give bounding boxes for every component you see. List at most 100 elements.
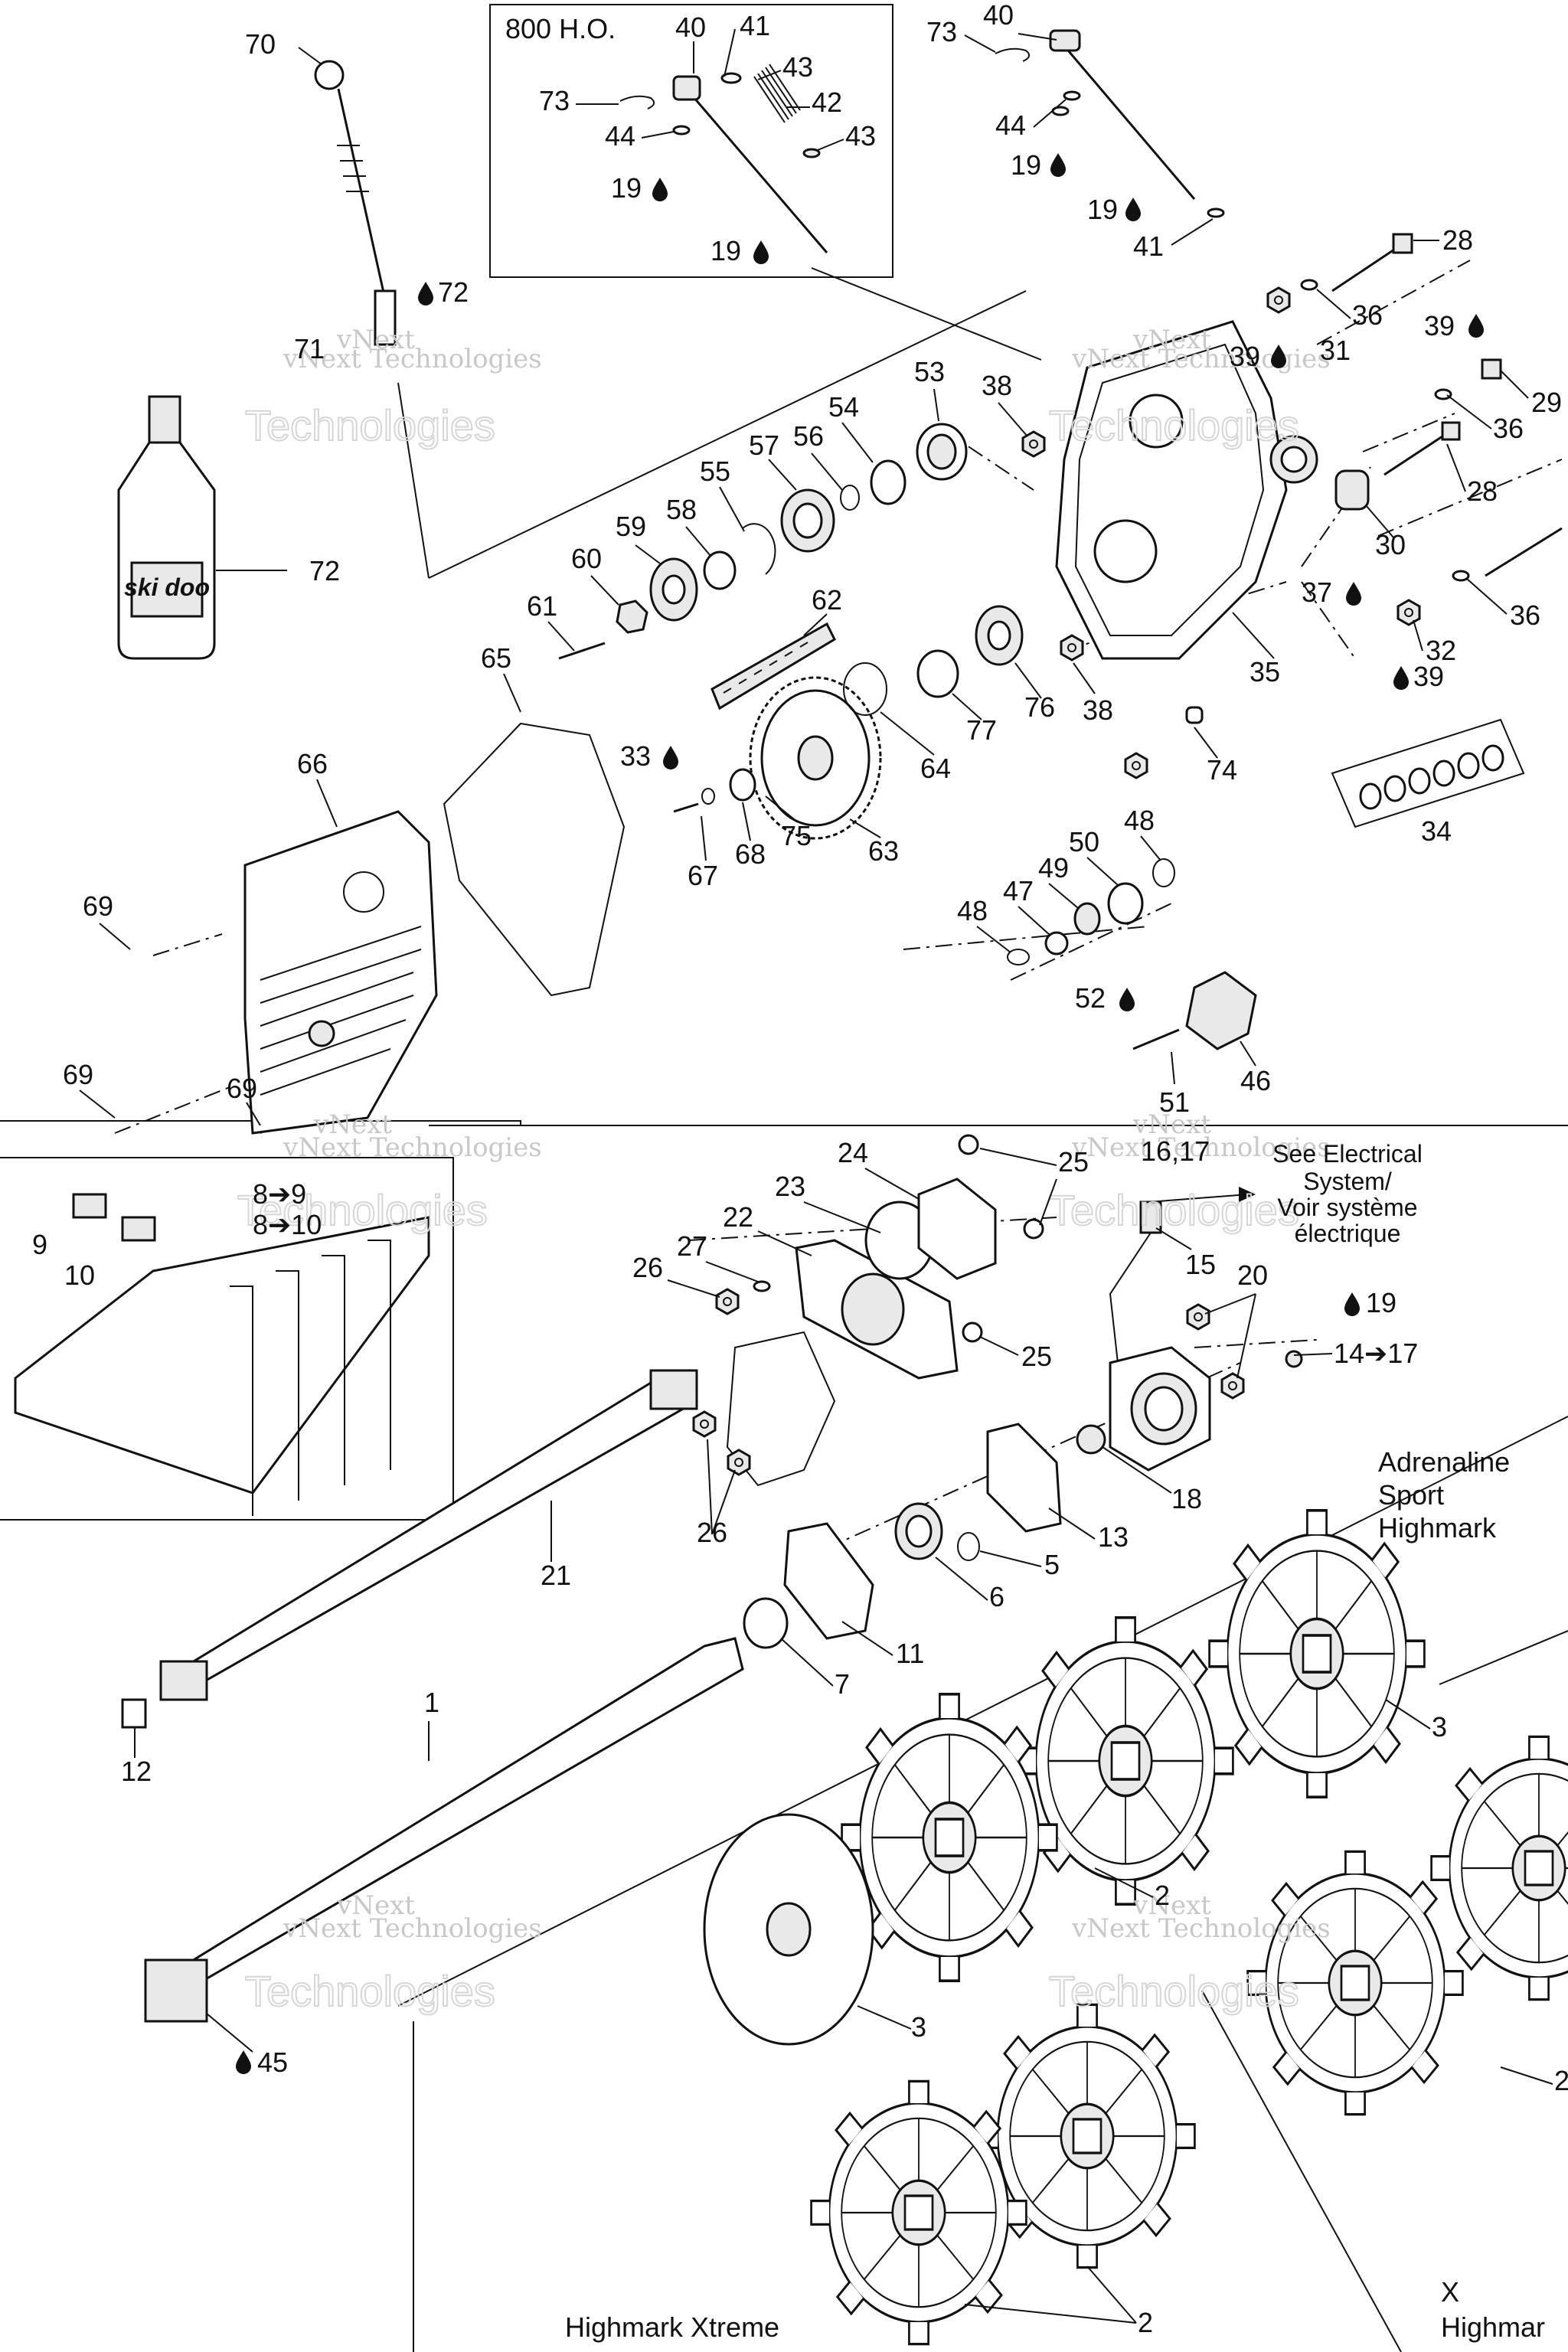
callout-22: 22 bbox=[723, 1201, 753, 1233]
callout-65: 65 bbox=[481, 642, 511, 674]
callout-66: 66 bbox=[297, 748, 328, 779]
callout-5: 5 bbox=[1044, 1549, 1060, 1580]
svg-text:vNext: vNext bbox=[1132, 1890, 1211, 1921]
callout-25: 25 bbox=[1058, 1146, 1089, 1178]
oil-drop-icon bbox=[1050, 153, 1066, 177]
callout-58: 58 bbox=[666, 494, 697, 525]
dipstick bbox=[314, 60, 397, 346]
callout-39: 39 bbox=[1424, 310, 1455, 341]
bolts-right bbox=[1021, 233, 1563, 779]
ho-frame bbox=[489, 4, 893, 278]
outer-pin bbox=[995, 29, 1225, 218]
svg-text:Technologies: Technologies bbox=[245, 401, 495, 449]
callout-7: 7 bbox=[835, 1668, 850, 1700]
callout-39: 39 bbox=[1413, 661, 1444, 692]
callout-12: 12 bbox=[121, 1756, 152, 1787]
electrical-note-3: Voir système bbox=[1277, 1194, 1417, 1221]
callout-60: 60 bbox=[571, 543, 602, 574]
callout-56: 56 bbox=[793, 420, 824, 452]
watermark-1: vNext vNext Technologies Technologies bbox=[244, 325, 542, 450]
callout-43: 43 bbox=[845, 120, 876, 152]
callout-18: 18 bbox=[1171, 1483, 1202, 1514]
callout-73: 73 bbox=[926, 16, 957, 47]
callout-15: 15 bbox=[1185, 1249, 1216, 1280]
oil-drop-icon bbox=[236, 2050, 251, 2074]
speed-sensor bbox=[1076, 1200, 1303, 1472]
oil-bottle: ski doo bbox=[117, 395, 287, 660]
oil-drop-icon bbox=[1125, 198, 1141, 221]
sprocket-adrenaline-3 bbox=[840, 1693, 1059, 1982]
callout-45: 45 bbox=[257, 2047, 288, 2078]
callout-71: 71 bbox=[294, 333, 325, 364]
callout-8-10: 8➔10 bbox=[253, 1209, 322, 1240]
ho-box-title: 800 H.O. bbox=[505, 13, 616, 44]
oil-drop-icon bbox=[1393, 666, 1409, 690]
oil-drop-icon bbox=[418, 282, 433, 305]
svg-text:Technologies: Technologies bbox=[1049, 1186, 1299, 1234]
sprocket-adrenaline-2 bbox=[1016, 1616, 1235, 1906]
callout-53: 53 bbox=[914, 356, 945, 387]
chaincase-cover bbox=[243, 810, 438, 1135]
svg-text:vNext Technologies: vNext Technologies bbox=[1071, 344, 1331, 374]
sprocket-x-2 bbox=[1429, 1735, 1568, 2001]
lower-bearing-group bbox=[743, 1423, 1062, 1649]
callout-38: 38 bbox=[982, 370, 1012, 401]
callout-47: 47 bbox=[1003, 875, 1034, 906]
svg-text:Technologies: Technologies bbox=[237, 1186, 488, 1234]
callout-43: 43 bbox=[782, 51, 813, 83]
svg-text:vNext: vNext bbox=[336, 1890, 415, 1921]
svg-text:vNext Technologies: vNext Technologies bbox=[283, 1913, 542, 1944]
o-ring-set bbox=[1331, 718, 1525, 828]
electrical-note-1: See Electrical bbox=[1272, 1140, 1423, 1168]
callout-67: 67 bbox=[688, 860, 718, 891]
svg-text:vNext: vNext bbox=[313, 1109, 392, 1140]
callout-20: 20 bbox=[1237, 1259, 1268, 1291]
callout-19: 19 bbox=[710, 235, 741, 266]
drive-chain bbox=[710, 622, 836, 710]
callout-6: 6 bbox=[989, 1581, 1004, 1612]
callout-46: 46 bbox=[1240, 1065, 1271, 1096]
oil-drop-icon bbox=[1346, 582, 1361, 606]
callout-69: 69 bbox=[83, 890, 113, 922]
callout-70: 70 bbox=[245, 28, 276, 60]
track bbox=[14, 1193, 430, 1516]
callout-44: 44 bbox=[605, 120, 635, 152]
callout-35: 35 bbox=[1250, 656, 1280, 688]
callout-63: 63 bbox=[868, 835, 899, 867]
callout-59: 59 bbox=[616, 511, 646, 542]
callout-31: 31 bbox=[1320, 335, 1351, 366]
svg-text:vNext: vNext bbox=[1132, 1109, 1211, 1140]
oil-drop-icon bbox=[663, 746, 678, 769]
oil-drop-icon bbox=[753, 240, 769, 264]
callout-21: 21 bbox=[541, 1560, 571, 1591]
callout-69: 69 bbox=[63, 1059, 93, 1090]
callout-61: 61 bbox=[527, 590, 557, 622]
callout-34: 34 bbox=[1421, 815, 1452, 847]
callout-32: 32 bbox=[1426, 635, 1456, 666]
svg-text:Technologies: Technologies bbox=[1049, 401, 1299, 449]
callout-3: 3 bbox=[911, 2011, 926, 2043]
cover-gasket bbox=[443, 722, 626, 997]
svg-text:vNext Technologies: vNext Technologies bbox=[283, 1132, 542, 1163]
svg-text:vNext: vNext bbox=[336, 325, 415, 355]
callout-50: 50 bbox=[1069, 826, 1099, 858]
upper-shaft-stack bbox=[558, 423, 968, 660]
callout-36: 36 bbox=[1352, 299, 1383, 331]
callout-75: 75 bbox=[781, 820, 812, 851]
watermark-4: vNext vNext Technologies Technologies bbox=[1048, 1109, 1331, 1235]
sprocket-xtreme-2 bbox=[809, 2079, 1028, 2346]
callout-44: 44 bbox=[995, 109, 1026, 141]
callout-55: 55 bbox=[700, 456, 730, 487]
electrical-note-4: électrique bbox=[1295, 1220, 1401, 1247]
callout-2: 2 bbox=[1155, 1880, 1170, 1911]
callout-57: 57 bbox=[749, 430, 779, 461]
callout-26: 26 bbox=[632, 1252, 663, 1283]
callout-16-17: 16,17 bbox=[1141, 1135, 1210, 1167]
callout-73: 73 bbox=[539, 85, 570, 116]
callout-27: 27 bbox=[677, 1230, 707, 1262]
x-highmark-title-1: X bbox=[1441, 2276, 1459, 2308]
callout-19: 19 bbox=[1366, 1287, 1396, 1318]
svg-text:vNext Technologies: vNext Technologies bbox=[1071, 1132, 1331, 1163]
callout-3: 3 bbox=[1432, 1711, 1447, 1743]
